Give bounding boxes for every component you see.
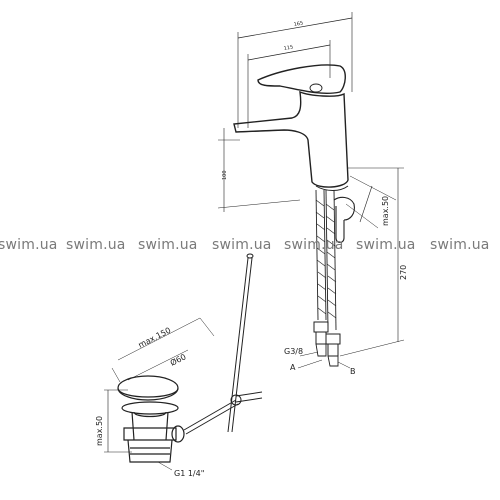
dim-label-spout-depth: max.50 <box>381 196 390 226</box>
dim-label-drain-length: max.150 <box>137 326 172 350</box>
dim-label-height: 100 <box>222 170 228 180</box>
dim-label-drain-thread: G1 1/4" <box>174 469 204 478</box>
dim-label-point-b: B <box>350 367 356 376</box>
faucet-base <box>315 185 349 191</box>
dim-label-outer: 165 <box>293 20 303 28</box>
watermark-2: swim.ua <box>66 237 126 253</box>
dim-line-inner <box>247 44 331 61</box>
braided-hoses <box>313 189 341 367</box>
dim-label-point-a: A <box>290 363 296 372</box>
faucet-lever <box>257 64 346 95</box>
drain-assembly <box>117 375 185 463</box>
drain-rod <box>183 253 263 435</box>
dim-label-drain-diameter: Ø60 <box>168 351 187 367</box>
watermark-3: swim.ua <box>138 237 198 253</box>
watermark-1: swim.ua <box>0 237 58 253</box>
faucet-body <box>233 90 349 188</box>
dim-line-outer <box>237 17 353 39</box>
watermark-6: swim.ua <box>356 237 416 253</box>
watermark-7: swim.ua <box>430 237 490 253</box>
dim-label-thread-hose: G3/8 <box>284 347 303 356</box>
watermark-5: swim.ua <box>284 237 344 253</box>
watermark-4: swim.ua <box>212 237 272 253</box>
dim-label-hose-length: 270 <box>399 265 408 280</box>
dim-label-inner: 115 <box>283 44 293 52</box>
dim-label-drain-height: max.50 <box>95 416 104 446</box>
